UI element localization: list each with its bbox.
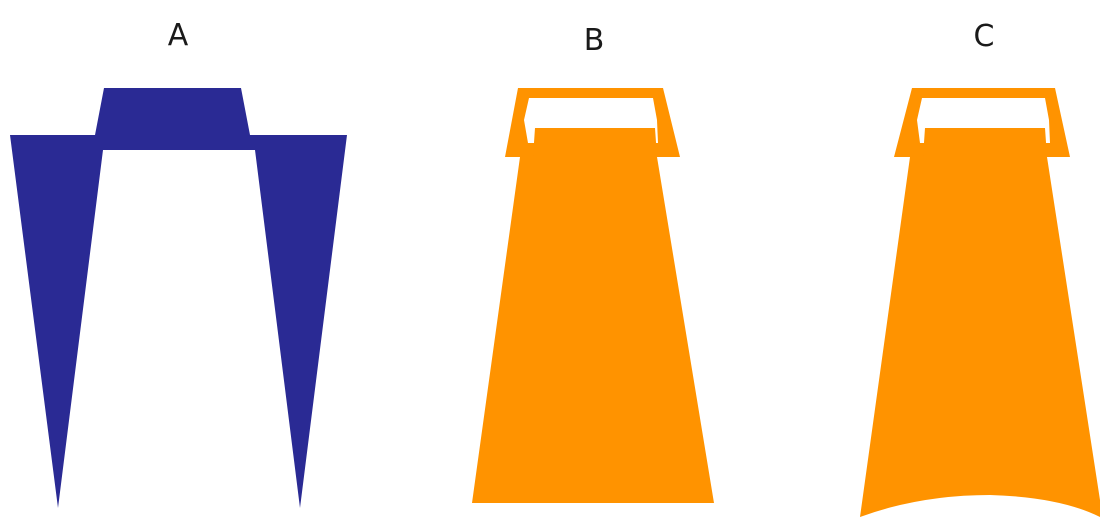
panel-b-body	[472, 128, 714, 503]
panel-c-label: C	[974, 19, 995, 54]
panel-c: C	[860, 19, 1100, 517]
panel-b-label: B	[584, 23, 605, 58]
panel-a: A	[10, 18, 347, 508]
panel-b: B	[472, 23, 714, 503]
panel-a-label: A	[168, 18, 189, 53]
panel-a-shape	[10, 88, 347, 508]
panel-c-body	[860, 128, 1100, 517]
